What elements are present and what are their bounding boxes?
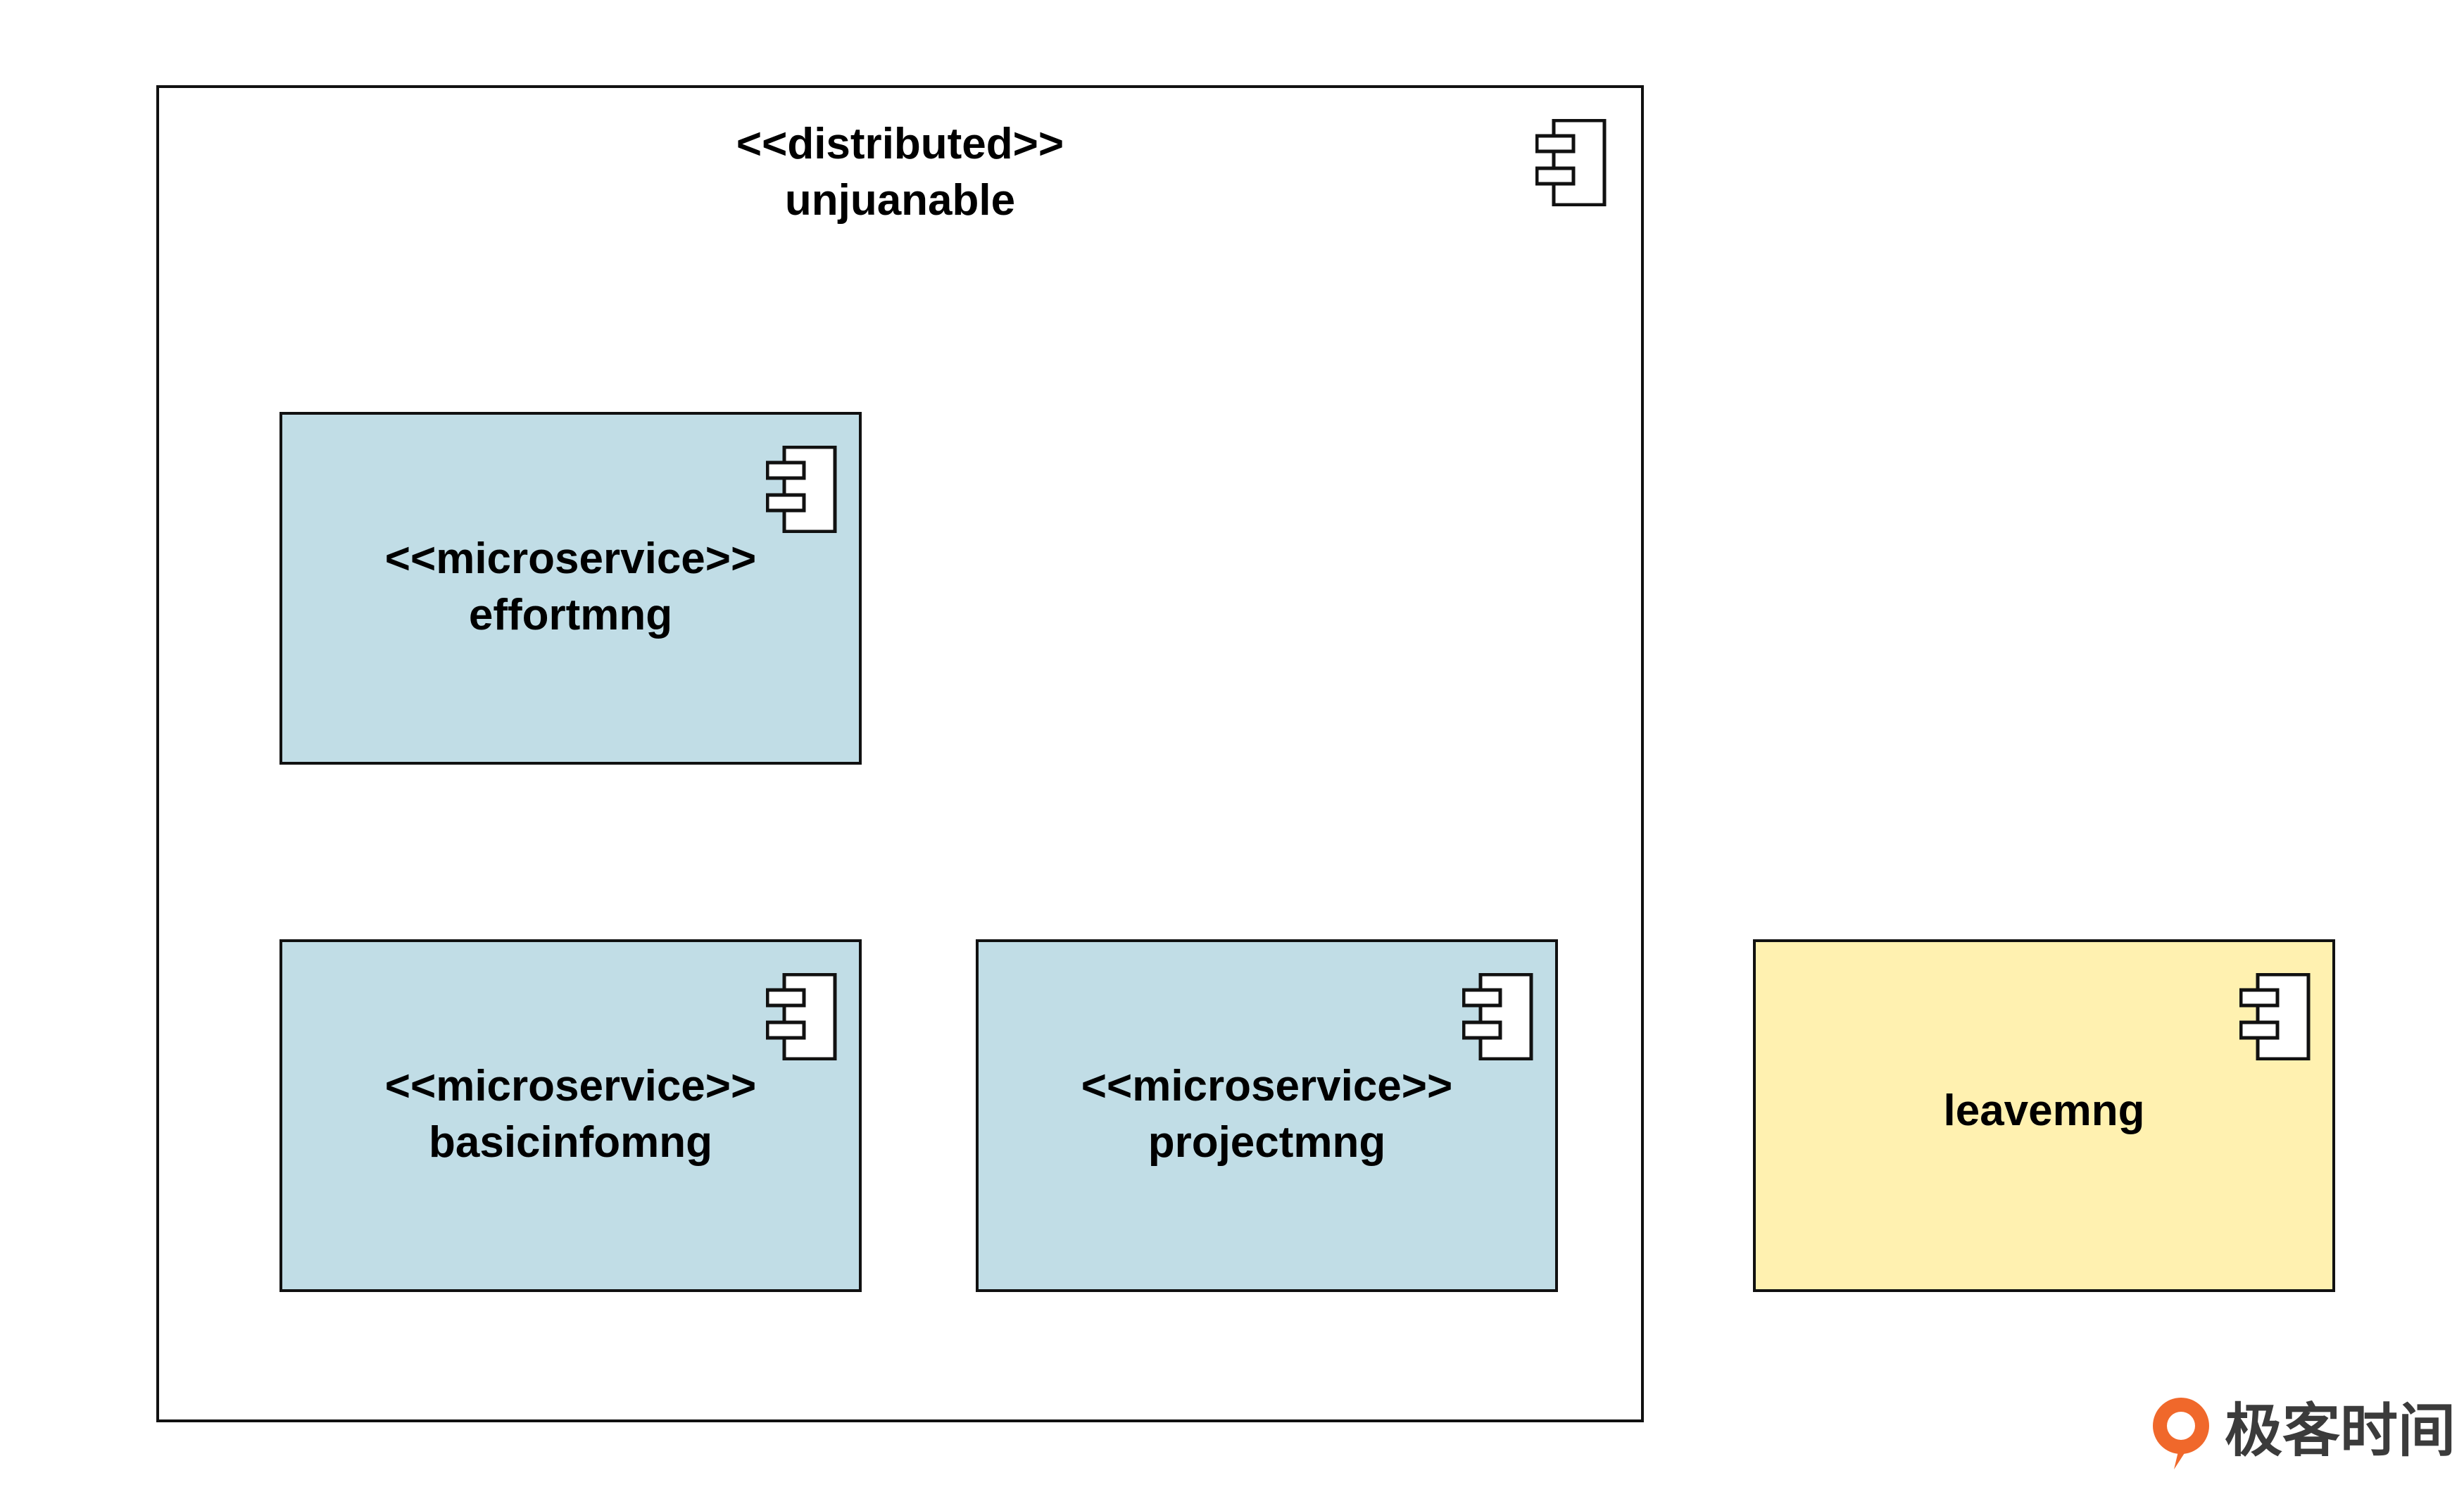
container-name: unjuanable [784,176,1016,225]
component-icon [1462,973,1533,1060]
component-label: <<microservice>> effortmng [282,531,859,644]
component-basicinfomng[interactable]: <<microservice>> basicinfomng [279,939,862,1292]
component-icon [2239,973,2311,1060]
component-icon [766,446,837,533]
geektime-logo-icon [2153,1398,2209,1469]
component-icon [766,973,837,1060]
component-effortmng[interactable]: <<microservice>> effortmng [279,412,862,765]
container-stereotype: <<distributed>> [736,120,1064,168]
component-label: <<microservice>> basicinfomng [282,1058,859,1171]
component-name: basicinfomng [428,1118,713,1167]
component-leavemng[interactable]: leavemng [1753,939,2335,1292]
component-projectmng[interactable]: <<microservice>> projectmng [976,939,1558,1292]
watermark-text: 极客时间 [2225,1398,2456,1465]
geektime-logo: 极客时间 [2147,1391,2456,1475]
component-name: effortmng [468,591,673,639]
component-stereotype: <<microservice>> [384,534,757,583]
component-label: <<microservice>> projectmng [979,1058,1555,1171]
component-name: projectmng [1148,1118,1386,1167]
container-title: <<distributed>> unjuanable [159,116,1641,229]
component-stereotype: <<microservice>> [384,1062,757,1110]
component-label: leavemng [1756,1083,2332,1139]
component-stereotype: <<microservice>> [1081,1062,1453,1110]
component-icon [1535,119,1607,206]
component-name: leavemng [1943,1086,2145,1135]
